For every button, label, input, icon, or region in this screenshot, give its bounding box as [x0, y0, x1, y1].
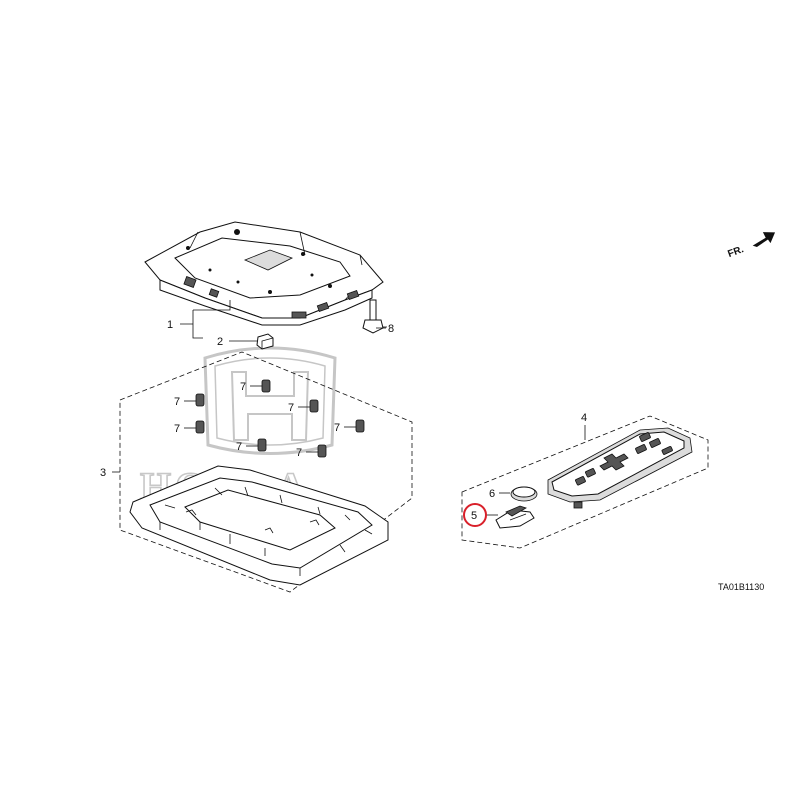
clip-7-f	[246, 438, 267, 452]
part-3-group-frame	[119, 351, 413, 593]
part-5-battery-holder	[495, 505, 535, 529]
part-5-highlight-circle	[463, 503, 487, 527]
callout-part-1: 1	[167, 319, 173, 331]
callout-part-7-f: 7	[236, 441, 242, 453]
clip-7-b	[184, 393, 205, 407]
part-6-battery	[510, 486, 538, 502]
callout-part-6: 6	[489, 488, 495, 500]
clip-7-g	[306, 444, 327, 458]
callout-part-7-g: 7	[296, 447, 302, 459]
part-7-clips	[184, 379, 365, 458]
callout-part-7-a: 7	[240, 381, 246, 393]
callout-part-2: 2	[217, 336, 223, 348]
part-4-group-frame	[461, 415, 709, 549]
callout-part-4: 4	[581, 412, 587, 424]
callout-part-7-b: 7	[174, 396, 180, 408]
arrow-right-icon	[752, 232, 776, 248]
drawing-code: TA01B1130	[718, 582, 764, 592]
front-direction-label: FR.	[726, 244, 745, 260]
callout-part-3: 3	[100, 467, 106, 479]
front-direction-indicator: FR.	[726, 232, 776, 260]
honda-h-logo	[203, 346, 337, 455]
part-8-bolt	[362, 299, 387, 334]
clip-7-a	[250, 379, 271, 393]
clip-7-d	[184, 420, 205, 434]
callout-part-7-e: 7	[334, 422, 340, 434]
part-2-clip	[256, 333, 274, 350]
part-4-remote-control	[547, 427, 693, 509]
leader-part-1	[180, 300, 231, 339]
callout-part-7-d: 7	[174, 423, 180, 435]
clip-7-e	[344, 419, 365, 433]
clip-7-c	[298, 399, 319, 413]
callout-part-7-c: 7	[288, 402, 294, 414]
part-1-monitor-module	[144, 221, 384, 326]
callout-part-5: 5	[471, 510, 477, 522]
part-3-bezel	[129, 465, 389, 586]
callout-part-8: 8	[388, 323, 394, 335]
